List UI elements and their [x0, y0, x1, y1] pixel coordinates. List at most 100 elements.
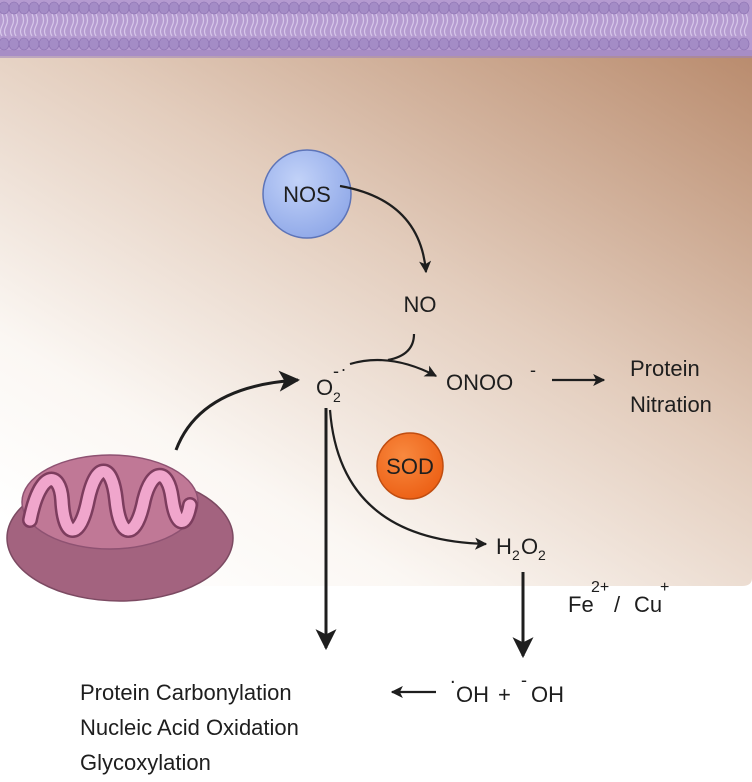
lipid-head — [178, 1, 190, 15]
lipid-head — [348, 37, 360, 51]
lipid-head — [338, 1, 350, 15]
lipid-tail — [729, 13, 739, 37]
lipid-head — [248, 1, 260, 15]
lipid-tail — [429, 13, 439, 37]
lipid-tail — [229, 13, 239, 37]
lipid-tail — [369, 13, 379, 37]
lipid-head — [128, 1, 140, 15]
lipid-head — [468, 1, 480, 15]
hydroxide-ion: OH — [531, 682, 564, 707]
lipid-tail — [139, 13, 149, 37]
lipid-head — [158, 37, 170, 51]
lipid-tail — [179, 13, 189, 37]
lipid-head — [588, 37, 600, 51]
lipid-tail — [649, 13, 659, 37]
lipid-head — [438, 1, 450, 15]
lipid-head — [408, 1, 420, 15]
lipid-head — [608, 37, 620, 51]
lipid-head — [618, 37, 630, 51]
cell-membrane — [0, 0, 752, 58]
lipid-tail — [509, 13, 519, 37]
lipid-head — [138, 1, 150, 15]
lipid-head — [358, 1, 370, 15]
lipid-tail — [459, 13, 469, 37]
lipid-head — [448, 1, 460, 15]
lipid-head — [268, 37, 280, 51]
lipid-head — [218, 1, 230, 15]
lipid-head — [318, 1, 330, 15]
lipid-head — [438, 37, 450, 51]
protein-nitration-line2: Nitration — [630, 392, 712, 417]
lipid-head — [658, 1, 670, 15]
lipid-head — [618, 1, 630, 15]
lipid-head — [48, 1, 60, 15]
lipid-tail — [739, 13, 749, 37]
lipid-tail — [279, 13, 289, 37]
lipid-head — [558, 37, 570, 51]
lipid-head — [158, 1, 170, 15]
lipid-tail — [69, 13, 79, 37]
lipid-head — [368, 37, 380, 51]
lipid-tail — [129, 13, 139, 37]
superoxide-charge: - — [333, 361, 339, 381]
lipid-tail — [89, 13, 99, 37]
lipid-head — [298, 1, 310, 15]
lipid-tail — [119, 13, 129, 37]
lipid-tail — [629, 13, 639, 37]
lipid-head — [348, 1, 360, 15]
lipid-head — [728, 37, 740, 51]
lipid-head — [0, 37, 10, 51]
lipid-head — [218, 37, 230, 51]
lipid-head — [378, 37, 390, 51]
arrow-mito-to-superoxide — [174, 370, 301, 451]
lipid-head — [598, 1, 610, 15]
lipid-tail — [669, 13, 679, 37]
lipid-head — [408, 37, 420, 51]
lipid-head — [508, 37, 520, 51]
lipid-head — [548, 37, 560, 51]
lipid-tail — [719, 13, 729, 37]
lipid-tail — [519, 13, 529, 37]
lipid-head — [568, 1, 580, 15]
lipid-head — [418, 1, 430, 15]
lipid-head — [298, 37, 310, 51]
damage-nucleic-acid-oxidation: Nucleic Acid Oxidation — [80, 715, 299, 740]
plus-sign: + — [498, 682, 511, 707]
membrane-lipid-pattern — [0, 1, 750, 51]
lipid-tail — [209, 13, 219, 37]
lipid-tail — [319, 13, 329, 37]
superoxide-subscript: 2 — [333, 389, 341, 405]
lipid-head — [138, 37, 150, 51]
lipid-tail — [29, 13, 39, 37]
lipid-head — [188, 37, 200, 51]
lipid-head — [18, 1, 30, 15]
lipid-head — [198, 37, 210, 51]
lipid-head — [238, 37, 250, 51]
lipid-head — [148, 37, 160, 51]
lipid-head — [458, 37, 470, 51]
copper-charge: + — [660, 579, 669, 596]
lipid-head — [238, 1, 250, 15]
hydroxyl-products-label: . OH + - OH — [450, 666, 564, 707]
lipid-tail — [19, 13, 29, 37]
lipid-head — [368, 1, 380, 15]
lipid-head — [518, 37, 530, 51]
lipid-tail — [479, 13, 489, 37]
lipid-head — [388, 37, 400, 51]
lipid-head — [658, 37, 670, 51]
lipid-head — [288, 1, 300, 15]
lipid-head — [378, 1, 390, 15]
lipid-head — [538, 1, 550, 15]
lipid-tail — [189, 13, 199, 37]
lipid-head — [258, 37, 270, 51]
lipid-head — [638, 37, 650, 51]
lipid-head — [478, 1, 490, 15]
lipid-tail — [499, 13, 509, 37]
cytoplasm-region — [0, 52, 752, 586]
lipid-head — [288, 37, 300, 51]
lipid-tail — [659, 13, 669, 37]
lipid-tail — [709, 13, 719, 37]
lipid-head — [608, 1, 620, 15]
